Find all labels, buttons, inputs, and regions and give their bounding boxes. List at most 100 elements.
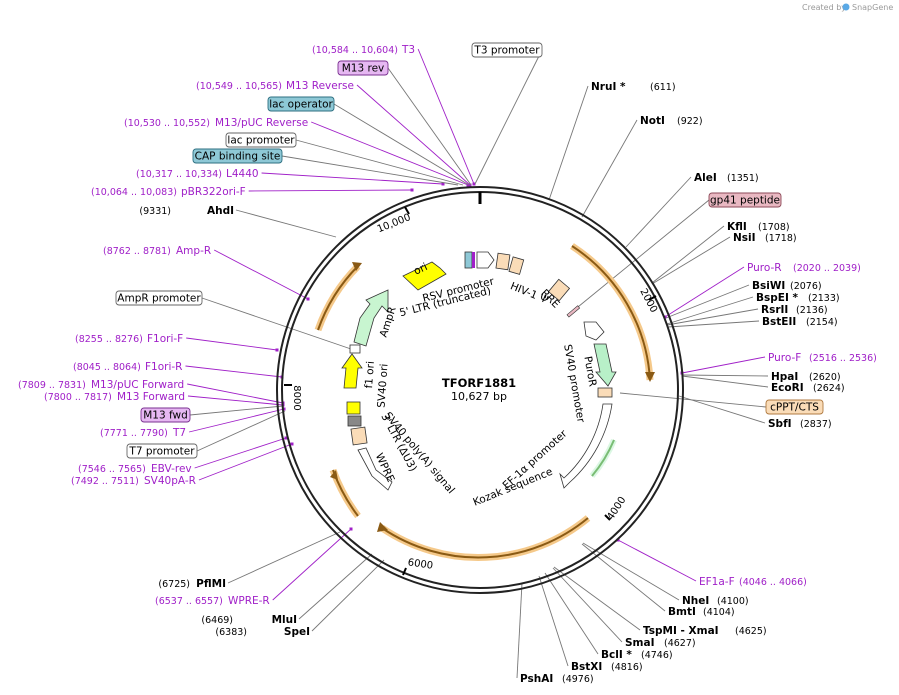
primer-line-puro-f bbox=[681, 356, 766, 374]
enzyme-coord-ahdi: (9331) bbox=[139, 206, 171, 217]
primer-site-f1ori-f bbox=[275, 348, 279, 352]
primer-site-l4440 bbox=[441, 182, 445, 186]
enzyme-nsii[interactable]: NsiI bbox=[733, 232, 756, 244]
primer-line-ef1a-f bbox=[617, 539, 697, 582]
feature-rsv-promoter-arrow bbox=[476, 251, 495, 269]
enzyme-bcli[interactable]: BclI * bbox=[601, 649, 632, 661]
feature-box-m13-fwd[interactable] bbox=[140, 407, 191, 423]
enzyme-ahdi[interactable]: AhdI bbox=[207, 205, 234, 217]
inner-features bbox=[341, 251, 617, 491]
primer-coord-pbr322ori-f: (10,064 .. 10,083) bbox=[91, 187, 177, 198]
primer-coord-puro-r: (2020 .. 2039) bbox=[793, 263, 861, 274]
primer-line-amp-r bbox=[213, 249, 309, 300]
feature-box-ampr-promoter[interactable] bbox=[115, 290, 203, 306]
tick-4000 bbox=[604, 514, 611, 521]
tick-label-10-000: 10,000 bbox=[376, 212, 413, 235]
primer-m13-puc-reverse[interactable]: M13/pUC Reverse bbox=[215, 117, 308, 129]
enzyme-mlui[interactable]: MluI bbox=[272, 614, 297, 626]
enzyme-bmti[interactable]: BmtI bbox=[668, 606, 696, 618]
enzyme-kfli[interactable]: KflI bbox=[727, 221, 747, 233]
enzyme-ecori[interactable]: EcoRI bbox=[771, 382, 804, 394]
enzyme-line-bsteii bbox=[667, 320, 760, 328]
primer-line-pbr322ori-f bbox=[248, 189, 413, 192]
primer-coord-f1ori-r: (8045 .. 8064) bbox=[73, 362, 141, 373]
primer-puro-f[interactable]: Puro-F bbox=[768, 352, 801, 364]
primer-sv40pa-r[interactable]: SV40pA-R bbox=[144, 475, 196, 487]
enzyme-nrui[interactable]: NruI * bbox=[591, 81, 626, 93]
primer-coord-t7: (7771 .. 7790) bbox=[100, 428, 168, 439]
primer-f1ori-r[interactable]: F1ori-R bbox=[145, 361, 182, 373]
primer-amp-r[interactable]: Amp-R bbox=[176, 245, 211, 257]
feature-sv40-promoter-arrow bbox=[583, 321, 605, 341]
enzyme-bspei[interactable]: BspEI * bbox=[756, 292, 799, 304]
enzyme-hpai[interactable]: HpaI bbox=[771, 371, 798, 383]
primer-labels: T3(10,584 .. 10,604)M13 Reverse(10,549 .… bbox=[18, 44, 877, 607]
orf-arc-3-arrow bbox=[330, 470, 338, 480]
enzyme-coord-mlui: (6469) bbox=[201, 615, 233, 626]
feature-box-cppt-cts[interactable] bbox=[765, 399, 824, 415]
enzyme-line-sbfi bbox=[678, 395, 766, 424]
feature-box-m13-rev[interactable] bbox=[337, 60, 389, 76]
primer-puro-r[interactable]: Puro-R bbox=[747, 262, 782, 274]
primer-site-amp-r bbox=[306, 297, 310, 301]
feature-label-f1-ori: f1 ori bbox=[363, 361, 377, 389]
enzyme-coord-bmti: (4104) bbox=[703, 607, 735, 618]
enzyme-smai[interactable]: SmaI bbox=[625, 637, 655, 649]
box-line-cap-binding-site bbox=[281, 155, 459, 186]
credit-text: Created by bbox=[802, 3, 846, 12]
box-line-gp41-peptide bbox=[572, 199, 710, 312]
primer-coord-l4440: (10,317 .. 10,334) bbox=[136, 169, 222, 180]
primer-coord-amp-r: (8762 .. 8781) bbox=[103, 246, 171, 257]
primer-line-puro-r bbox=[664, 266, 745, 318]
feature-box-gp41-peptide[interactable] bbox=[708, 192, 782, 208]
feature-box-label-m13-fwd: M13 fwd bbox=[143, 410, 188, 422]
enzyme-bsteii[interactable]: BstEII bbox=[762, 316, 796, 328]
orf-arc-2 bbox=[381, 517, 589, 559]
feature-box-cap-binding-site[interactable] bbox=[192, 148, 283, 164]
enzyme-spei[interactable]: SpeI bbox=[284, 626, 310, 638]
plasmid-center-label: TFORF1881 10,627 bp bbox=[442, 376, 516, 403]
primer-ef1a-f[interactable]: EF1a-F bbox=[699, 576, 735, 588]
primer-m13-forward[interactable]: M13 Forward bbox=[117, 391, 185, 403]
enzyme-nhei[interactable]: NheI bbox=[682, 595, 709, 607]
enzyme-coord-nhei: (4100) bbox=[717, 596, 749, 607]
enzyme-line-bspei bbox=[666, 296, 754, 325]
primer-line-m13-reverse bbox=[356, 84, 471, 186]
enzyme-labels: NruI *(611)NotI(922)AleI(1351)KflI(1708)… bbox=[139, 81, 844, 685]
tick-10000 bbox=[404, 206, 410, 215]
primer-coord-sv40pa-r: (7492 .. 7511) bbox=[71, 476, 139, 487]
enzyme-leader-lines bbox=[227, 85, 769, 679]
feature-box-lac-promoter[interactable] bbox=[225, 132, 297, 148]
enzyme-pflmi[interactable]: PflMI bbox=[196, 578, 226, 590]
primer-l4440[interactable]: L4440 bbox=[226, 168, 259, 180]
primer-m13-reverse[interactable]: M13 Reverse bbox=[286, 80, 354, 92]
enzyme-coord-alei: (1351) bbox=[727, 173, 759, 184]
primer-line-l4440 bbox=[261, 172, 444, 185]
enzyme-alei[interactable]: AleI bbox=[694, 172, 717, 184]
primer-wpre-r[interactable]: WPRE-R bbox=[228, 595, 270, 607]
feature-box-t7-promoter[interactable] bbox=[126, 443, 198, 459]
primer-m13-puc-forward[interactable]: M13/pUC Forward bbox=[91, 379, 184, 391]
feature-ampr-promoter bbox=[349, 344, 361, 354]
feature-rre bbox=[547, 278, 571, 302]
enzyme-pshai[interactable]: PshAI bbox=[520, 673, 553, 685]
enzyme-line-pshai bbox=[516, 582, 523, 679]
feature-box-t3-promoter[interactable] bbox=[471, 42, 543, 58]
enzyme-tspmi-xmai[interactable]: TspMI - XmaI bbox=[643, 625, 719, 637]
feature-box-lac-operator[interactable] bbox=[267, 96, 335, 112]
enzyme-bstxi[interactable]: BstXI bbox=[571, 661, 602, 673]
primer-t7[interactable]: T7 bbox=[172, 427, 186, 439]
enzyme-noti[interactable]: NotI bbox=[640, 115, 665, 127]
snapgene-logo-icon bbox=[842, 3, 850, 11]
primer-f1ori-f[interactable]: F1ori-F bbox=[147, 333, 183, 345]
enzyme-rsrii[interactable]: RsrII bbox=[761, 304, 788, 316]
primer-t3[interactable]: T3 bbox=[401, 44, 415, 56]
primer-ebv-rev[interactable]: EBV-rev bbox=[151, 463, 192, 475]
enzyme-bsiwi[interactable]: BsiWI bbox=[752, 280, 785, 292]
orf-arc-2-arrow bbox=[377, 522, 388, 532]
primer-coord-m13-reverse: (10,549 .. 10,565) bbox=[196, 81, 282, 92]
box-line-lac-promoter bbox=[295, 139, 464, 186]
enzyme-coord-pflmi: (6725) bbox=[158, 579, 190, 590]
enzyme-sbfi[interactable]: SbfI bbox=[768, 418, 792, 430]
primer-pbr322ori-f[interactable]: pBR322ori-F bbox=[181, 186, 246, 198]
